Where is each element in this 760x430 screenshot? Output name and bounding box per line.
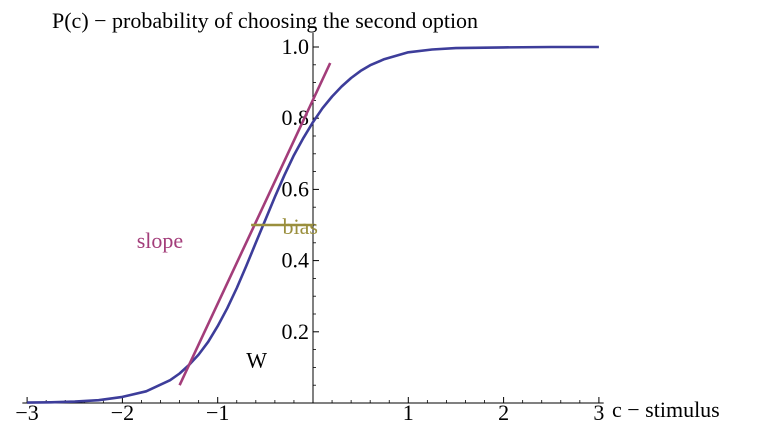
y-tick-label: 0.4 [282, 248, 310, 273]
annotation-slope: slope [137, 228, 183, 253]
x-tick-label: 1 [403, 400, 414, 425]
y-tick-label: 1.0 [282, 34, 310, 59]
annotation-w: W [246, 347, 267, 372]
y-tick-label: 0.6 [282, 176, 310, 201]
x-axis-label: c − stimulus [612, 397, 720, 422]
psychometric-curve [27, 45, 599, 404]
annotation-bias: bias [283, 214, 318, 239]
chart-title: P(c) − probability of choosing the secon… [52, 8, 478, 33]
x-tick-label: −2 [111, 400, 134, 425]
x-tick-label: −3 [15, 400, 38, 425]
plot-lines [27, 45, 599, 404]
x-tick-label: 3 [593, 400, 604, 425]
y-tick-label: 0.2 [282, 319, 310, 344]
x-tick-label: 2 [498, 400, 509, 425]
x-tick-label: −1 [206, 400, 229, 425]
